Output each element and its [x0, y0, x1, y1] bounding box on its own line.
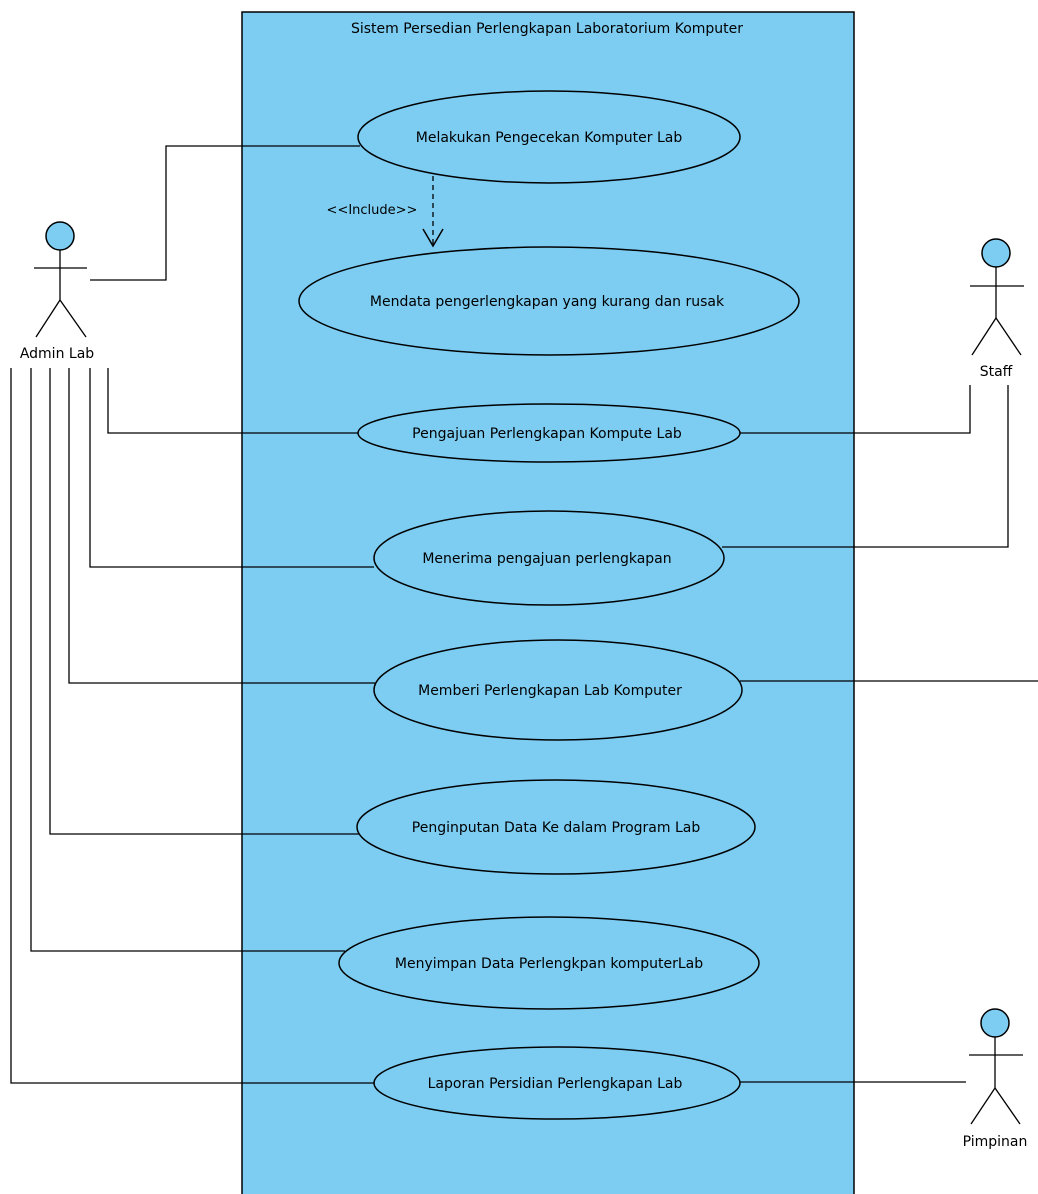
include-relationship: <<Include>>: [327, 176, 444, 248]
use-case-mendata[interactable]: Mendata pengerlengkapan yang kurang dan …: [298, 246, 800, 356]
actor-label: Staff: [980, 364, 1013, 380]
include-arrowhead: [422, 228, 444, 248]
use-case-label: Pengajuan Perlengkapan Kompute Lab: [412, 426, 682, 442]
assoc-admin-menerima: [89, 368, 374, 568]
use-case-menyimpan[interactable]: Menyimpan Data Perlengkpan komputerLab: [338, 916, 760, 1010]
assoc-staff-pengajuan: [740, 385, 971, 434]
use-case-label: Laporan Persidian Perlengkapan Lab: [428, 1076, 683, 1092]
use-case-pengajuan[interactable]: Pengajuan Perlengkapan Kompute Lab: [357, 403, 741, 463]
use-case-label: Menerima pengajuan perlengkapan: [422, 551, 671, 567]
stick-figure-icon: [981, 238, 1011, 268]
use-case-memberi[interactable]: Memberi Perlengkapan Lab Komputer: [373, 639, 743, 741]
use-case-label: Penginputan Data Ke dalam Program Lab: [412, 820, 701, 836]
system-title: Sistem Persedian Perlengkapan Laboratori…: [351, 21, 743, 37]
assoc-admin-laporan: [10, 368, 374, 1084]
use-case-laporan[interactable]: Laporan Persidian Perlengkapan Lab: [373, 1046, 741, 1120]
actor-pimpinan[interactable]: Pimpinan: [963, 1008, 1028, 1150]
use-case-label: Mendata pengerlengkapan yang kurang dan …: [370, 294, 725, 310]
use-case-penginputan[interactable]: Penginputan Data Ke dalam Program Lab: [356, 779, 756, 875]
actor-label: Admin Lab: [20, 346, 94, 362]
use-case-menerima[interactable]: Menerima pengajuan perlengkapan: [373, 510, 725, 606]
assoc-admin-pengecekan: [90, 145, 360, 281]
actor-staff[interactable]: Staff: [970, 238, 1024, 380]
stick-figure-icon: [45, 221, 75, 251]
use-case-melakukan-pengecekan[interactable]: Melakukan Pengecekan Komputer Lab: [357, 90, 741, 184]
staff-associations: [722, 385, 1038, 682]
assoc-admin-pengajuan: [107, 368, 358, 434]
assoc-admin-memberi: [68, 368, 375, 684]
actor-admin-lab[interactable]: Admin Lab: [20, 221, 94, 362]
admin-associations: [10, 145, 375, 1084]
actor-label: Pimpinan: [963, 1134, 1028, 1150]
use-case-label: Melakukan Pengecekan Komputer Lab: [416, 130, 683, 146]
assoc-staff-menerima: [722, 385, 1009, 548]
include-label: <<Include>>: [327, 203, 418, 218]
use-case-label: Menyimpan Data Perlengkpan komputerLab: [395, 956, 703, 972]
assoc-admin-menyimpan: [30, 368, 345, 952]
assoc-admin-penginputan: [49, 368, 362, 835]
stick-figure-icon: [980, 1008, 1010, 1038]
use-case-label: Memberi Perlengkapan Lab Komputer: [418, 683, 682, 699]
